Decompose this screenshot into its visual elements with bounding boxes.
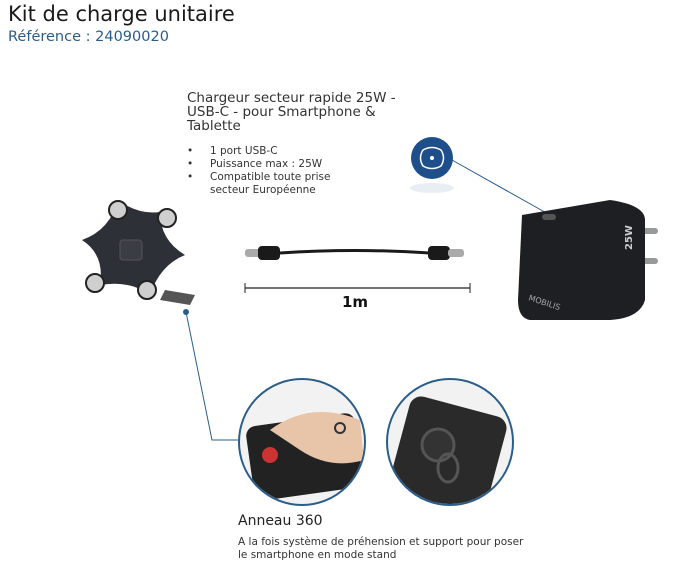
- connector-dot: [183, 309, 189, 315]
- magnetic-mount-image: [82, 200, 195, 305]
- mount-icon: [410, 137, 454, 193]
- charger-power-marking: 25W: [624, 225, 635, 250]
- charger-features: 1 port USB-C Puissance max : 25W Compati…: [187, 145, 370, 197]
- connector-line: [185, 311, 238, 441]
- cable-length-label: 1m: [342, 293, 369, 311]
- reference-number: Référence : 24090020: [8, 29, 169, 45]
- page-title: Kit de charge unitaire: [8, 2, 235, 26]
- ring-description: A la fois système de préhension et suppo…: [238, 536, 524, 561]
- ring-hand-photo: [238, 378, 366, 506]
- charger-title: Chargeur secteur rapide 25W - USB-C - po…: [187, 90, 396, 134]
- feature-item: Compatible toute prise secteur Européenn…: [187, 171, 370, 197]
- usb-c-cable-image: [245, 246, 464, 260]
- length-dimension-line: [244, 283, 471, 293]
- connector-line: [451, 159, 551, 216]
- charger-image: 25W MOBILIS: [518, 200, 658, 320]
- feature-item: Puissance max : 25W: [187, 158, 370, 171]
- feature-item: 1 port USB-C: [187, 145, 370, 158]
- ring-title: Anneau 360: [238, 513, 323, 529]
- ring-stand-photo: [386, 378, 514, 506]
